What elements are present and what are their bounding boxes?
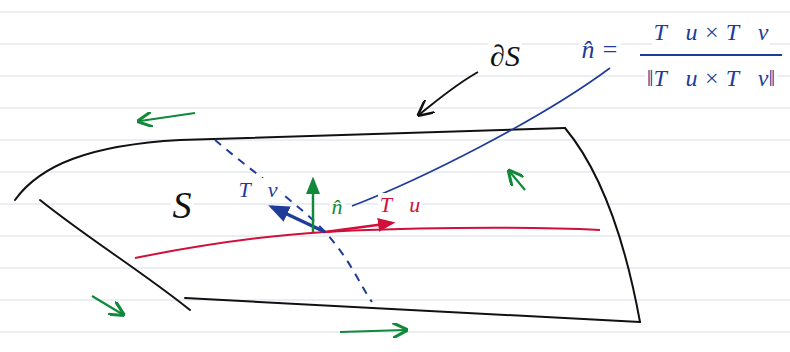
boundary-pointer xyxy=(420,72,478,114)
boundary-label: ∂S xyxy=(488,39,522,72)
normal-leader xyxy=(352,68,610,206)
ruled-lines xyxy=(0,12,790,332)
tv-vector xyxy=(272,207,325,232)
tangent-label: T⃗u xyxy=(378,193,422,217)
formula-numerator: T⃗u × T⃗v xyxy=(652,19,771,45)
normal-vector xyxy=(312,180,315,232)
normal-label: n̂ xyxy=(330,195,345,219)
tu-vector xyxy=(325,223,392,232)
tangent-label: T⃗v xyxy=(236,178,279,202)
formula-denominator: ‖T⃗u × T⃗v‖ xyxy=(645,65,777,91)
orientation-arrows xyxy=(92,113,525,332)
fraction-bar xyxy=(640,54,782,56)
u-curve xyxy=(135,228,600,258)
v-curve xyxy=(215,140,372,302)
formula-text: n̂ = xyxy=(579,36,620,65)
surface-outline xyxy=(15,128,640,322)
surface-label: S xyxy=(171,185,194,227)
